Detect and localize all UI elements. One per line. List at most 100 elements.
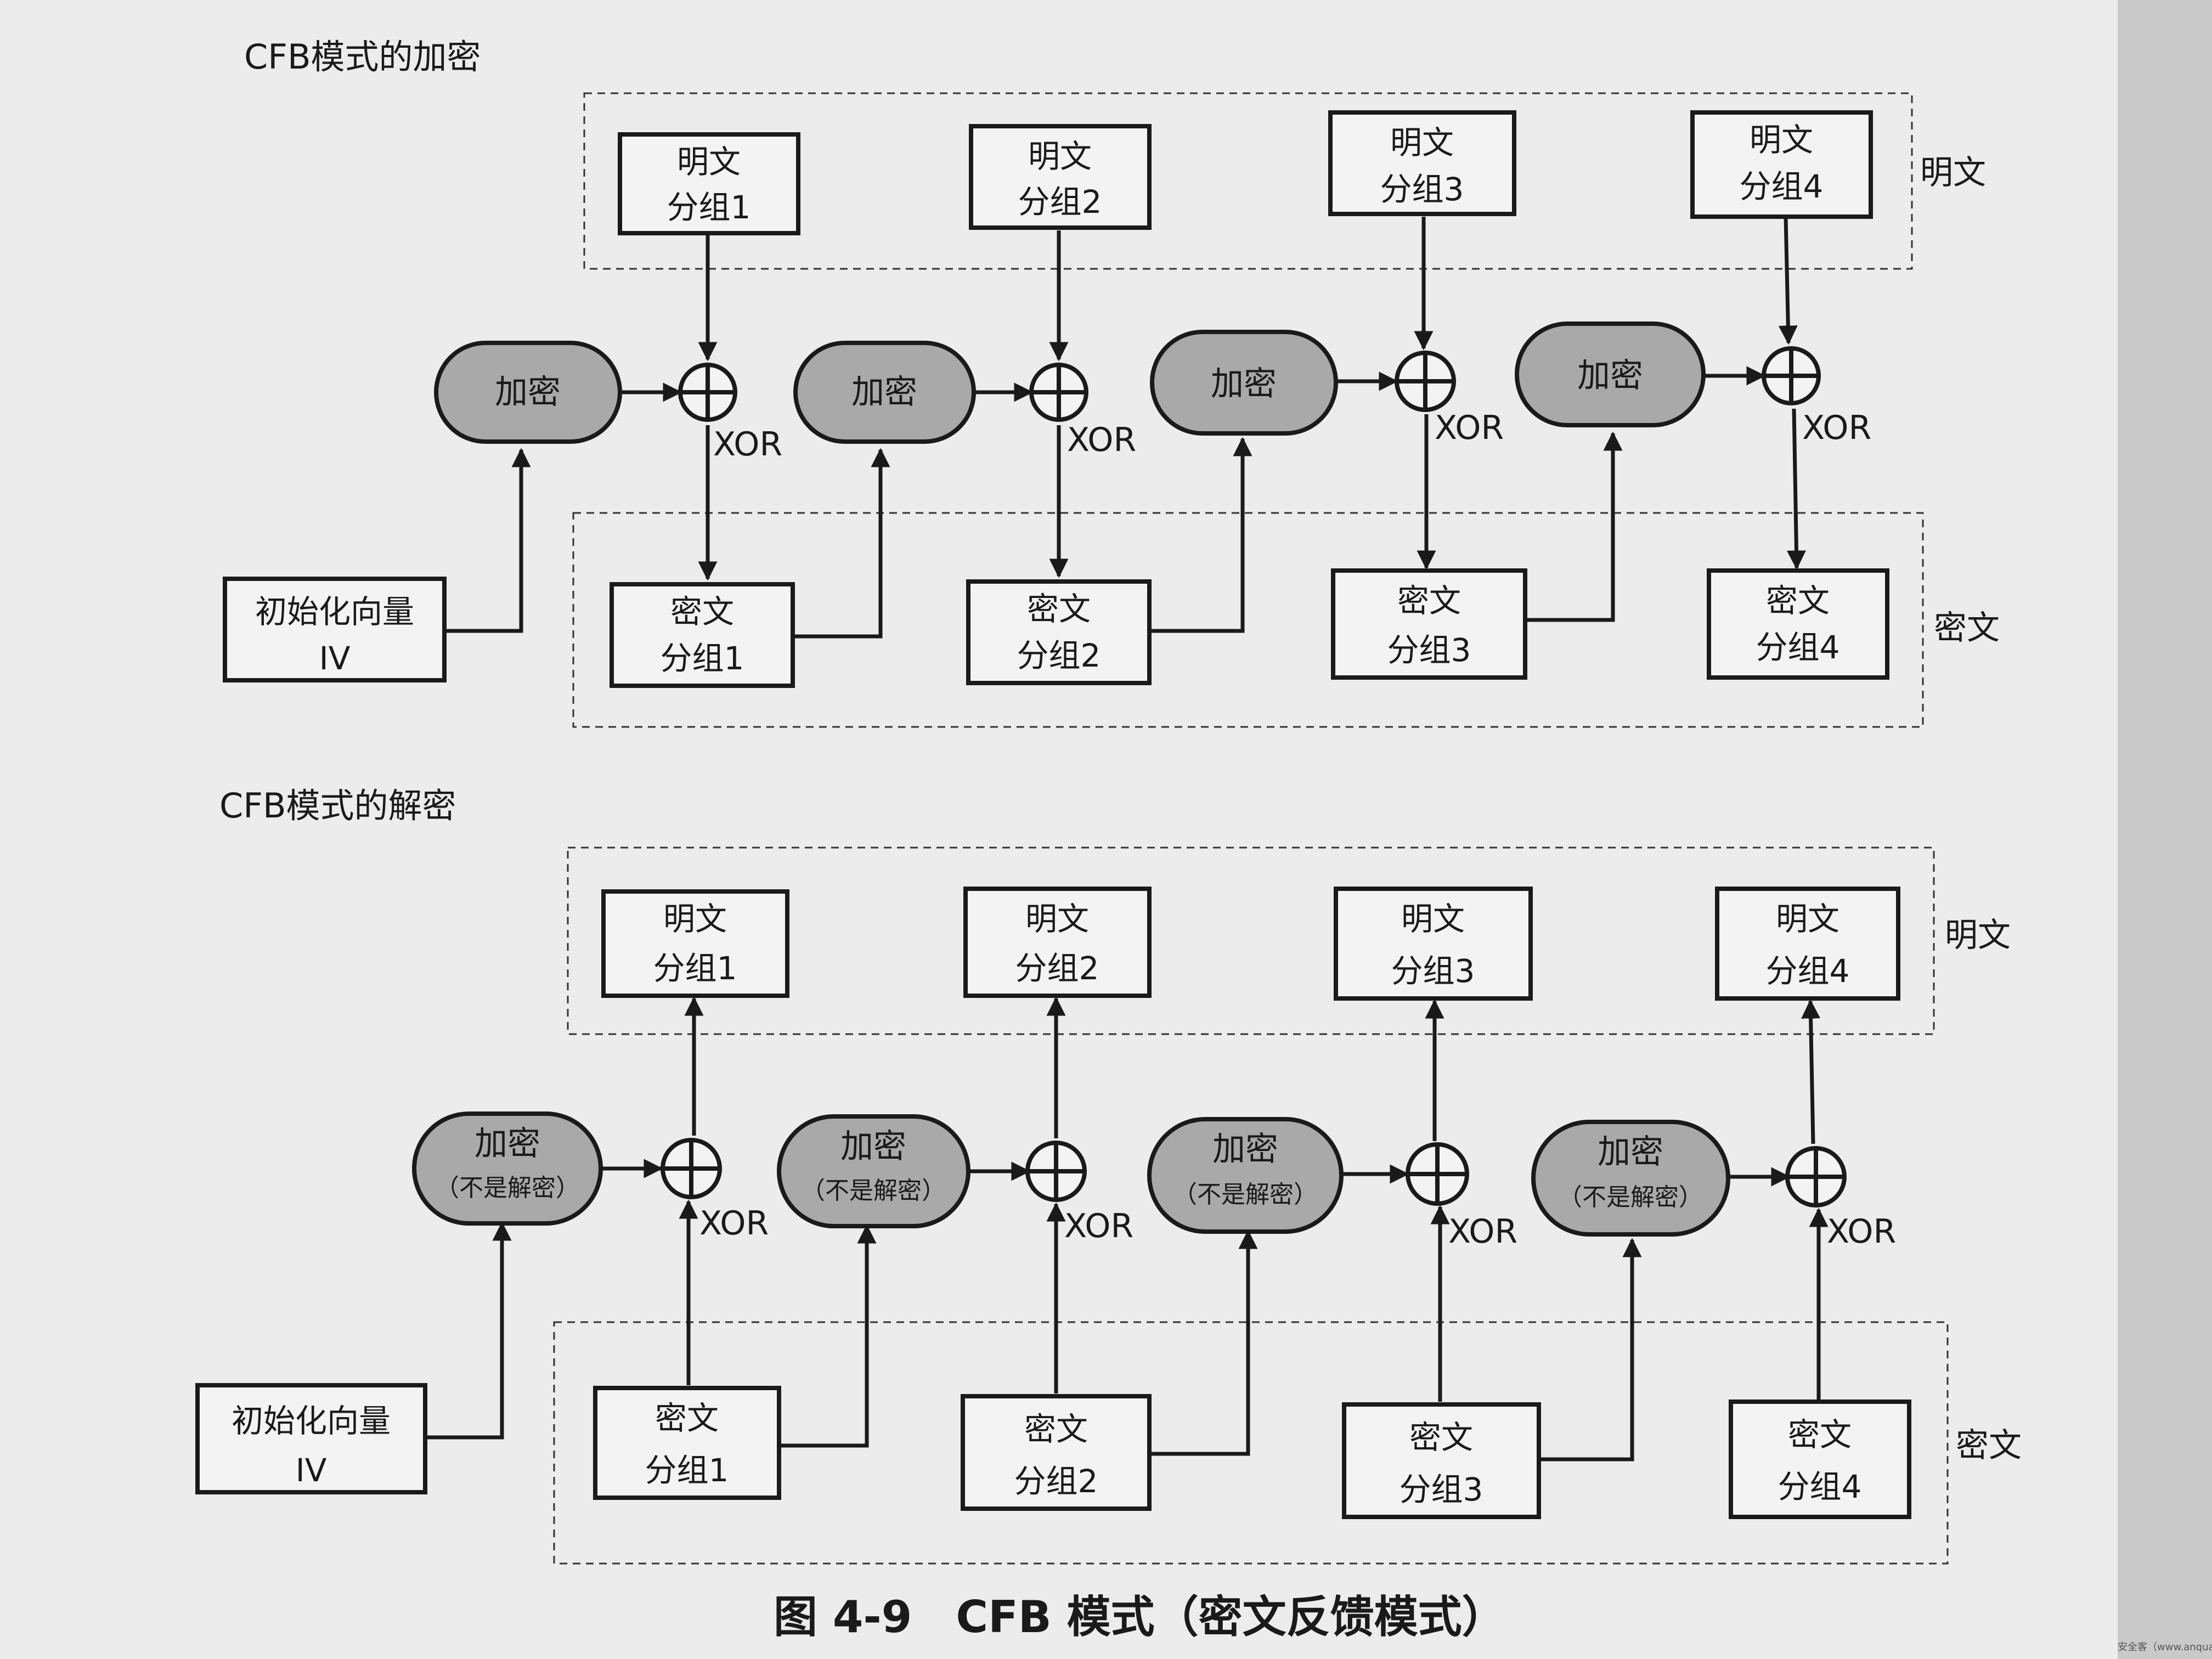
xor-node-1: XOR (678, 363, 782, 464)
ciphertext-group-frame (572, 512, 1924, 728)
block-sublabel: 分组2 (1014, 1463, 1098, 1500)
plaintext-group-label: 明文 (1920, 154, 1986, 192)
block-label: 明文 (677, 143, 741, 180)
ciphertext-block-1: 密文 分组1 (593, 1386, 781, 1500)
decryption-cipher-3: 加密 （不是解密） (1147, 1117, 1344, 1234)
ciphertext-block-2: 密文 分组2 (966, 579, 1152, 685)
xor-node-1: XOR (661, 1138, 769, 1243)
xor-label: XOR (699, 1204, 769, 1243)
cipher-label: 加密 (1212, 1130, 1278, 1169)
decryption-section: CFB模式的解密 明文 密文 初始化向量 IV (195, 786, 2022, 1565)
block-sublabel: 分组4 (1778, 1468, 1862, 1505)
block-label: 密文 (1024, 1410, 1088, 1448)
cipher-label: 加密 (1598, 1133, 1663, 1171)
plaintext-block-1: 明文 分组1 (618, 132, 800, 235)
xor-node-2: XOR (1025, 1141, 1133, 1245)
ciphertext-block-4: 密文 分组4 (1729, 1400, 1911, 1519)
block-sublabel: 分组3 (1380, 171, 1464, 208)
ciphertext-block-3: 密文 分组3 (1342, 1402, 1541, 1519)
plaintext-block-3: 明文 分组3 (1334, 887, 1533, 1001)
watermark: 安全客（www.anquanke.com） (2118, 1641, 2212, 1653)
decryption-cipher-2: 加密 （不是解密） (777, 1114, 970, 1228)
encryption-cipher-4: 加密 (1515, 321, 1706, 427)
plaintext-block-3: 明文 分组3 (1328, 110, 1516, 216)
iv-sublabel: IV (296, 1452, 327, 1489)
block-sublabel: 分组2 (1018, 183, 1102, 221)
block-sublabel: 分组1 (653, 950, 737, 987)
block-label: 密文 (1766, 582, 1830, 619)
iv-box: 初始化向量 IV (223, 577, 447, 682)
plaintext-group-frame (583, 92, 1913, 270)
plaintext-block-4: 明文 分组4 (1715, 887, 1900, 1001)
cipher-label: 加密 (1577, 357, 1643, 395)
block-sublabel: 分组4 (1756, 629, 1840, 666)
block-sublabel: 分组2 (1017, 637, 1101, 674)
block-label: 明文 (663, 900, 727, 938)
decryption-wires (425, 996, 1829, 1462)
block-label: 明文 (1028, 138, 1092, 175)
figure-caption: 图 4-9 CFB 模式（密文反馈模式） (774, 1592, 1506, 1643)
encryption-cipher-1: 加密 (434, 341, 622, 444)
block-label: 明文 (1401, 900, 1465, 938)
ciphertext-group-frame (553, 1321, 1949, 1565)
iv-label: 初始化向量 (232, 1402, 391, 1440)
ciphertext-group-label: 密文 (1934, 609, 2000, 647)
block-label: 密文 (1788, 1416, 1852, 1453)
xor-label: XOR (1435, 409, 1504, 447)
xor-node-4: XOR (1762, 346, 1871, 447)
xor-label: XOR (1064, 1207, 1133, 1245)
iv-sublabel: IV (319, 640, 351, 677)
block-sublabel: 分组3 (1387, 631, 1471, 669)
block-sublabel: 分组3 (1391, 952, 1475, 990)
iv-box: 初始化向量 IV (195, 1383, 427, 1494)
block-label: 密文 (1409, 1419, 1473, 1456)
encryption-cipher-3: 加密 (1150, 330, 1338, 436)
ciphertext-block-2: 密文 分组2 (961, 1394, 1152, 1511)
block-label: 密文 (1397, 582, 1461, 619)
encryption-section: CFB模式的加密 明文 密文 初始化向量 IV (223, 37, 2000, 728)
page-edge (2118, 0, 2212, 1659)
xor-label: XOR (713, 425, 782, 464)
ciphertext-block-3: 密文 分组3 (1331, 568, 1527, 680)
block-sublabel: 分组4 (1740, 168, 1824, 205)
block-label: 明文 (1025, 900, 1089, 938)
cipher-label: 加密 (840, 1127, 906, 1166)
block-label: 密文 (670, 593, 734, 630)
decryption-title: CFB模式的解密 (219, 786, 456, 826)
plaintext-group-label: 明文 (1945, 916, 2011, 955)
block-sublabel: 分组3 (1400, 1471, 1483, 1508)
xor-label: XOR (1802, 409, 1871, 447)
plaintext-block-2: 明文 分组2 (963, 887, 1152, 998)
xor-label: XOR (1448, 1212, 1517, 1251)
cipher-label: 加密 (1211, 365, 1277, 403)
cipher-sublabel: （不是解密） (801, 1177, 946, 1205)
cipher-label: 加密 (475, 1125, 540, 1163)
iv-label: 初始化向量 (255, 593, 414, 630)
cipher-sublabel: （不是解密） (1558, 1183, 1703, 1211)
block-sublabel: 分组1 (645, 1452, 729, 1489)
decryption-cipher-1: 加密 （不是解密） (412, 1111, 603, 1226)
xor-node-3: XOR (1395, 351, 1504, 447)
cipher-sublabel: （不是解密） (435, 1174, 580, 1202)
cipher-sublabel: （不是解密） (1173, 1181, 1318, 1209)
ciphertext-group-label: 密文 (1956, 1426, 2022, 1465)
encryption-title: CFB模式的加密 (244, 37, 481, 77)
ciphertext-block-1: 密文 分组1 (610, 582, 795, 688)
cipher-label: 加密 (851, 373, 917, 411)
block-sublabel: 分组2 (1015, 950, 1099, 987)
xor-node-3: XOR (1406, 1142, 1517, 1251)
block-label: 明文 (1750, 121, 1813, 159)
xor-node-4: XOR (1785, 1146, 1896, 1251)
encryption-wires (444, 216, 1806, 639)
xor-label: XOR (1827, 1212, 1896, 1251)
encryption-cipher-2: 加密 (793, 341, 976, 444)
block-sublabel: 分组1 (661, 640, 744, 677)
cipher-label: 加密 (495, 373, 561, 411)
block-label: 密文 (1027, 590, 1091, 628)
plaintext-block-1: 明文 分组1 (601, 889, 789, 998)
ciphertext-block-4: 密文 分组4 (1707, 568, 1889, 680)
block-label: 明文 (1776, 900, 1839, 938)
block-label: 明文 (1390, 124, 1454, 161)
plaintext-block-4: 明文 分组4 (1690, 110, 1873, 219)
